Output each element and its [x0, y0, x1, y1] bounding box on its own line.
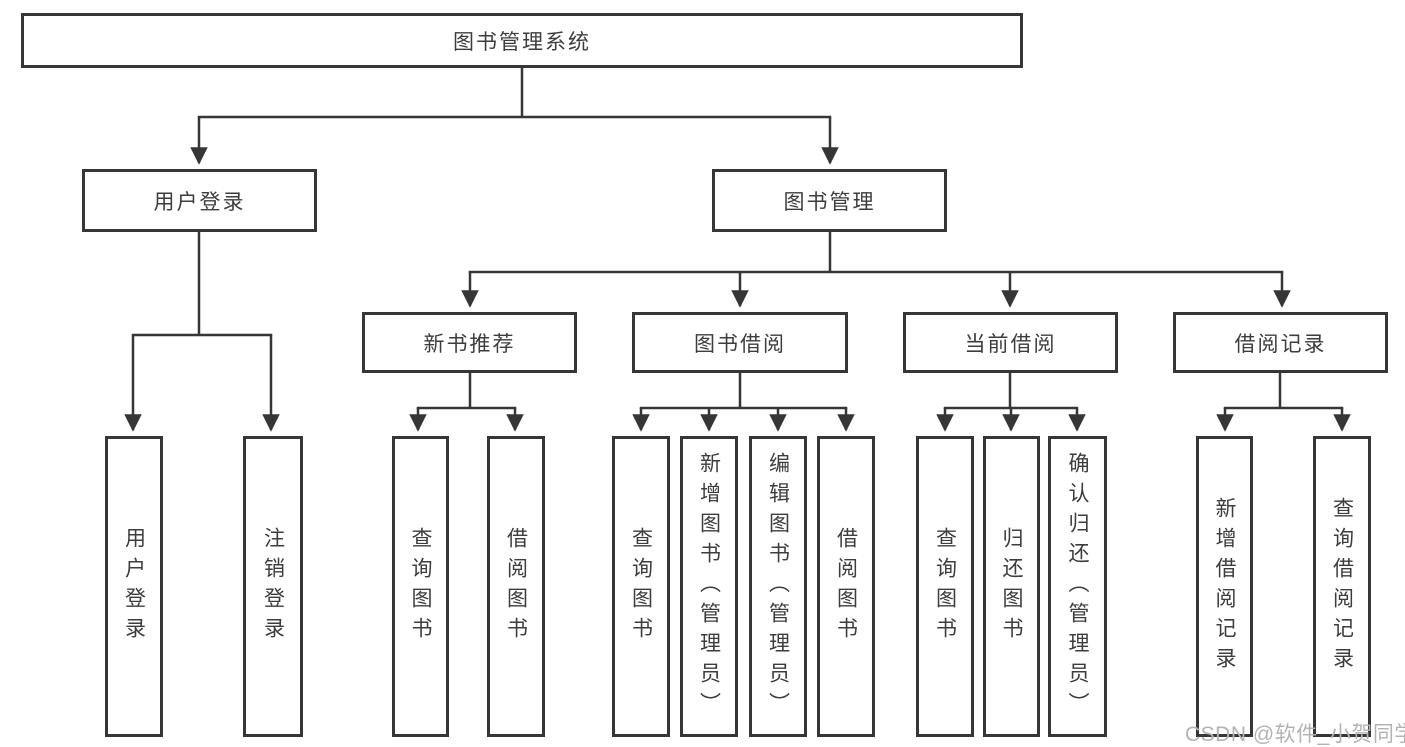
csdn-watermark: CSDN @软件_小贺同学: [1185, 723, 1405, 746]
leaf-query-books-current-label: 查询图书: [933, 526, 957, 647]
leaf-return-book-label: 归还图书: [1000, 526, 1023, 647]
leaf-user-login-label: 用户登录: [122, 526, 146, 647]
leaf-return-book: 归还图书: [983, 436, 1040, 737]
node-user-login-label: 用户登录: [153, 190, 246, 214]
node-current-borrowing: 当前借阅: [903, 312, 1118, 373]
node-book-borrowing: 图书借阅: [632, 312, 848, 373]
leaf-confirm-return-admin-label: 确认归还（管理员）: [1066, 451, 1089, 722]
leaf-query-books-borrow-label: 查询图书: [629, 526, 653, 647]
leaf-add-borrow-record-label: 新增借阅记录: [1213, 496, 1236, 677]
leaf-borrow-books-recommend: 借阅图书: [487, 436, 545, 737]
leaf-query-borrow-record: 查询借阅记录: [1313, 436, 1371, 737]
node-borrowing-records: 借阅记录: [1173, 312, 1388, 373]
leaf-query-books-current: 查询图书: [916, 436, 974, 737]
leaf-add-book-admin-label: 新增图书（管理员）: [697, 451, 721, 722]
node-book-borrowing-label: 图书借阅: [694, 332, 786, 356]
node-borrowing-records-label: 借阅记录: [1234, 332, 1327, 356]
leaf-borrow-books-recommend-label: 借阅图书: [504, 526, 528, 647]
leaf-borrow-books-label: 借阅图书: [834, 526, 858, 647]
node-library-system: 图书管理系统: [21, 13, 1023, 68]
leaf-confirm-return-admin: 确认归还（管理员）: [1048, 436, 1107, 737]
node-current-borrowing-label: 当前借阅: [964, 332, 1057, 356]
leaf-edit-book-admin-label: 编辑图书（管理员）: [766, 451, 790, 722]
leaf-logout: 注销登录: [243, 436, 303, 737]
leaf-logout-label: 注销登录: [261, 526, 285, 647]
node-user-login: 用户登录: [82, 169, 317, 232]
node-library-system-label: 图书管理系统: [453, 30, 591, 54]
node-new-book-recommend-label: 新书推荐: [423, 332, 516, 356]
leaf-edit-book-admin: 编辑图书（管理员）: [749, 436, 807, 737]
node-book-management-label: 图书管理: [783, 190, 876, 214]
node-new-book-recommend: 新书推荐: [362, 312, 577, 373]
leaf-user-login: 用户登录: [105, 436, 163, 737]
node-book-management: 图书管理: [712, 169, 947, 232]
leaf-query-borrow-record-label: 查询借阅记录: [1330, 496, 1354, 677]
leaf-borrow-books: 借阅图书: [817, 436, 875, 737]
leaf-query-books-recommend: 查询图书: [392, 436, 449, 737]
leaf-add-book-admin: 新增图书（管理员）: [680, 436, 738, 737]
leaf-query-books-borrow: 查询图书: [612, 436, 670, 737]
leaf-query-books-recommend-label: 查询图书: [409, 526, 432, 647]
leaf-add-borrow-record: 新增借阅记录: [1196, 436, 1253, 737]
